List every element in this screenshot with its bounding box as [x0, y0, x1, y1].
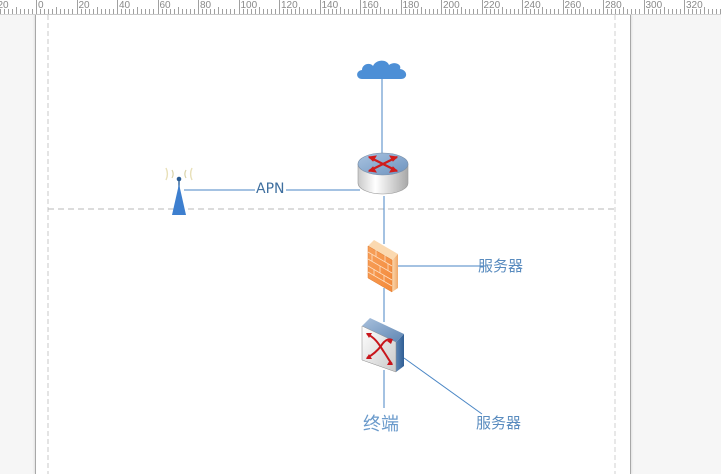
ruler-ticks	[0, 0, 721, 14]
terminal-label[interactable]: 终端	[363, 414, 399, 435]
ruler-tick-label: 180	[402, 0, 420, 11]
ruler-tick-label: 260	[564, 0, 582, 11]
cloud-icon[interactable]	[357, 60, 407, 79]
ruler-tick-label: 40	[119, 0, 131, 11]
edge-label-apn[interactable]: APN	[255, 181, 286, 197]
ruler-tick-label: 0	[38, 0, 44, 11]
ruler-tick-label: 240	[524, 0, 541, 11]
ruler-tick-label: 280	[605, 0, 622, 11]
antenna-icon[interactable]	[165, 167, 193, 215]
ruler-tick-label: 20	[78, 0, 90, 11]
drawing-page[interactable]	[35, 15, 631, 474]
firewall-icon[interactable]	[367, 240, 398, 293]
ruler-tick-label: 140	[321, 0, 339, 11]
ruler-tick-label: 300	[645, 0, 663, 11]
server-label-1[interactable]: 服务器	[478, 257, 524, 275]
ruler-tick-label: 60	[159, 0, 171, 11]
ruler-tick-label: 160	[362, 0, 379, 11]
ruler-tick-label: 20	[0, 0, 9, 11]
server-label-2[interactable]: 服务器	[476, 414, 522, 432]
ruler-tick-label: 220	[483, 0, 501, 11]
ruler-tick-label: 100	[240, 0, 258, 11]
switch-icon[interactable]	[361, 318, 404, 373]
ruler-tick-label: 200	[443, 0, 460, 11]
router-icon[interactable]	[357, 152, 409, 195]
ruler-tick-label: 80	[200, 0, 212, 11]
ruler-tick-label: 120	[281, 0, 298, 11]
edge-switch-server[interactable]	[403, 357, 483, 415]
ruler-tick-label: 320	[686, 0, 703, 11]
